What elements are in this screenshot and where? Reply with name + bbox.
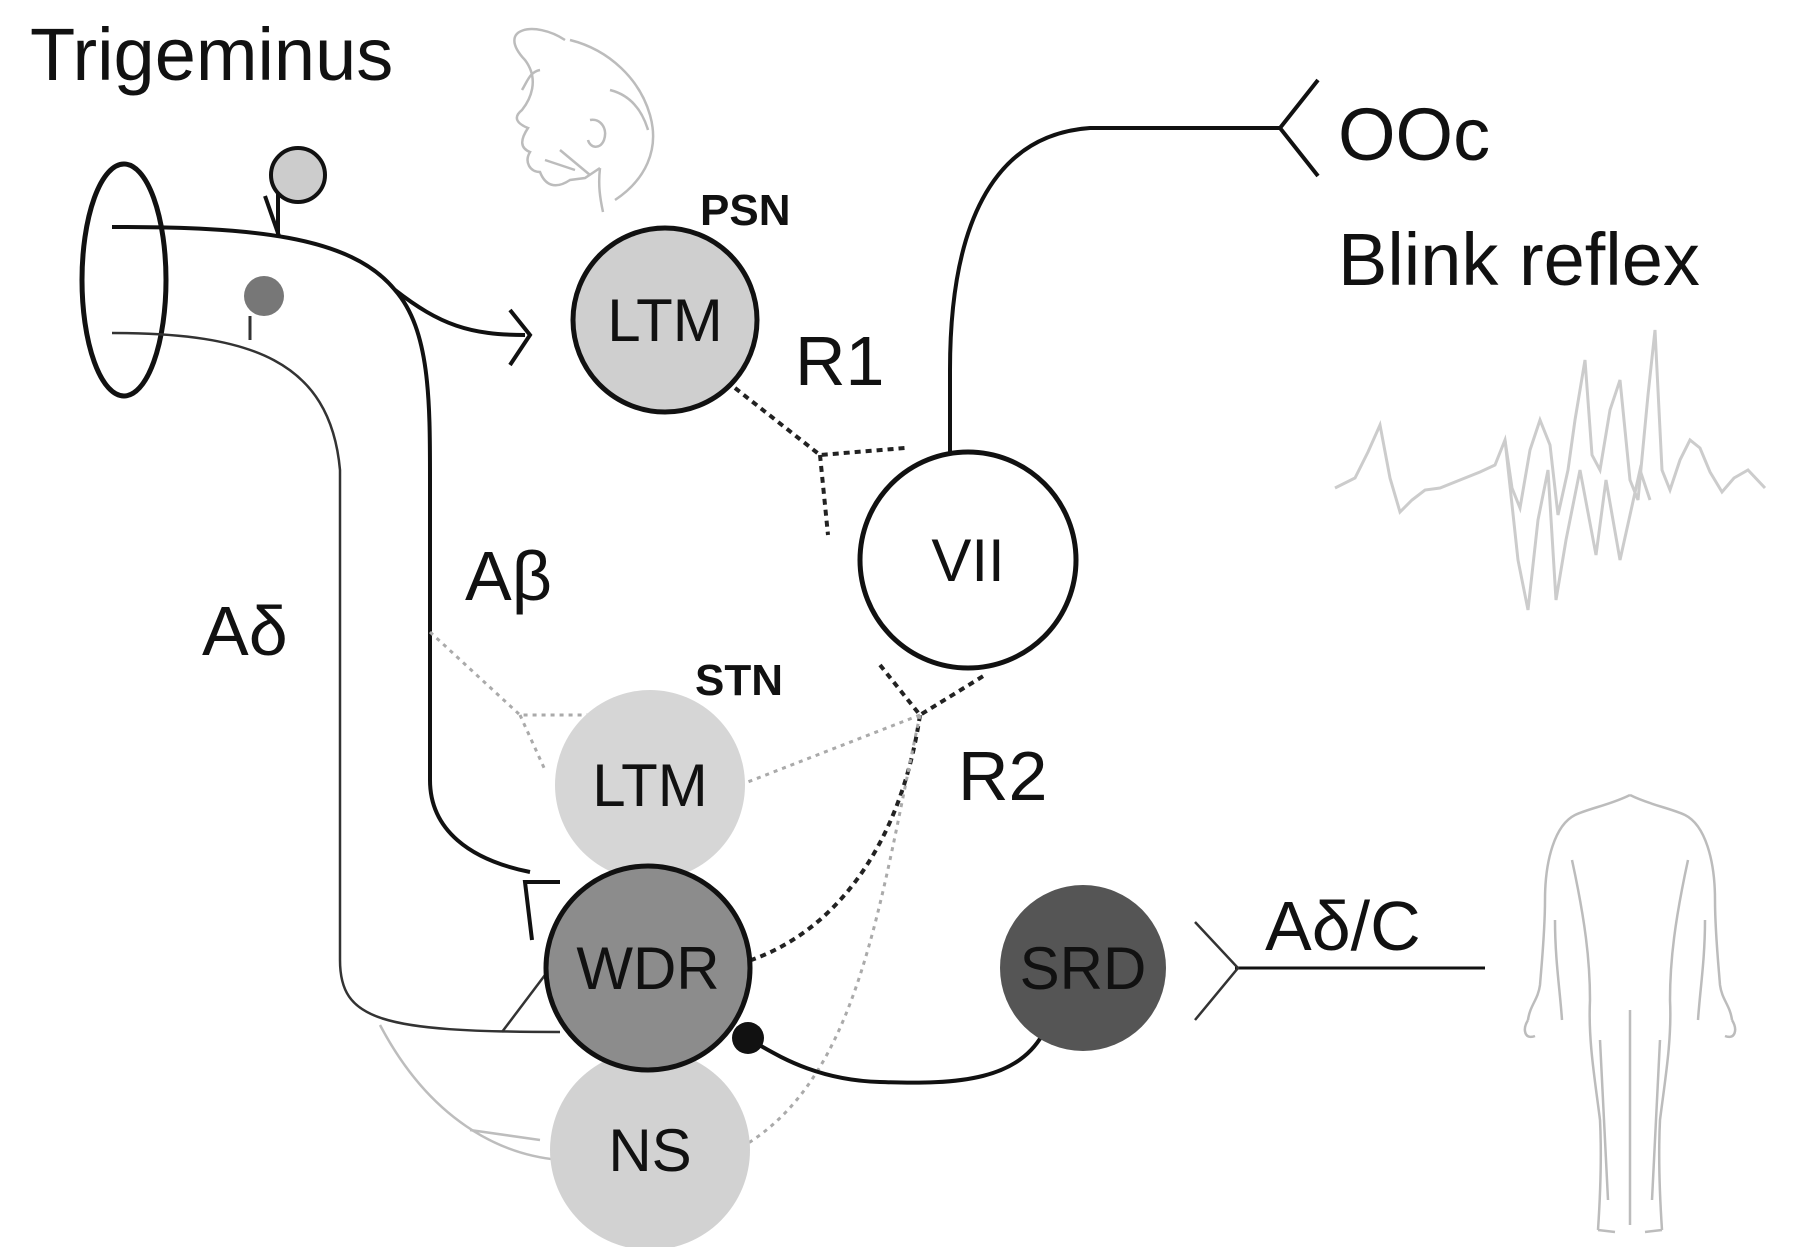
inhibitory-synapse <box>732 1022 764 1054</box>
stn-ltm-neuron: LTM <box>555 690 745 880</box>
blink-reflex-label: Blink reflex <box>1338 218 1700 301</box>
body-icon <box>1523 793 1737 1234</box>
srd-label: SRD <box>1020 935 1147 1002</box>
psn-ltm-neuron: LTM <box>570 225 760 415</box>
ooc-label: OOc <box>1338 93 1490 176</box>
srd-neuron: SRD <box>1000 885 1166 1051</box>
stn-label: STN <box>695 656 783 705</box>
adelta-label: Aδ <box>202 592 288 670</box>
abeta-cell-body <box>269 146 327 204</box>
stn-ltm-label: LTM <box>592 752 708 819</box>
srd-inhibitory-fiber <box>749 1029 1047 1085</box>
psn-label: PSN <box>700 186 790 235</box>
vii-label: VII <box>931 527 1004 594</box>
psn-ltm-label: LTM <box>607 287 723 354</box>
abeta-label: Aβ <box>465 537 552 615</box>
wdr-neuron: WDR <box>543 863 753 1073</box>
adelta-c-label: Aδ/C <box>1265 887 1421 965</box>
trigeminal-ganglion <box>79 161 169 399</box>
wdr-label: WDR <box>576 935 719 1002</box>
vii-nucleus: VII <box>857 449 1079 671</box>
r1-label: R1 <box>795 322 884 400</box>
adelta-fiber <box>111 331 561 1034</box>
r2-label: R2 <box>958 737 1047 815</box>
facial-nerve <box>948 126 1280 452</box>
ns-label: NS <box>608 1117 691 1184</box>
blink-reflex-trace <box>1334 329 1767 516</box>
abeta-fiber <box>111 225 531 874</box>
ns-neuron: NS <box>550 1050 750 1247</box>
head-icon <box>513 27 655 213</box>
adelta-cell-body <box>244 276 284 316</box>
trigeminus-label: Trigeminus <box>30 13 393 96</box>
